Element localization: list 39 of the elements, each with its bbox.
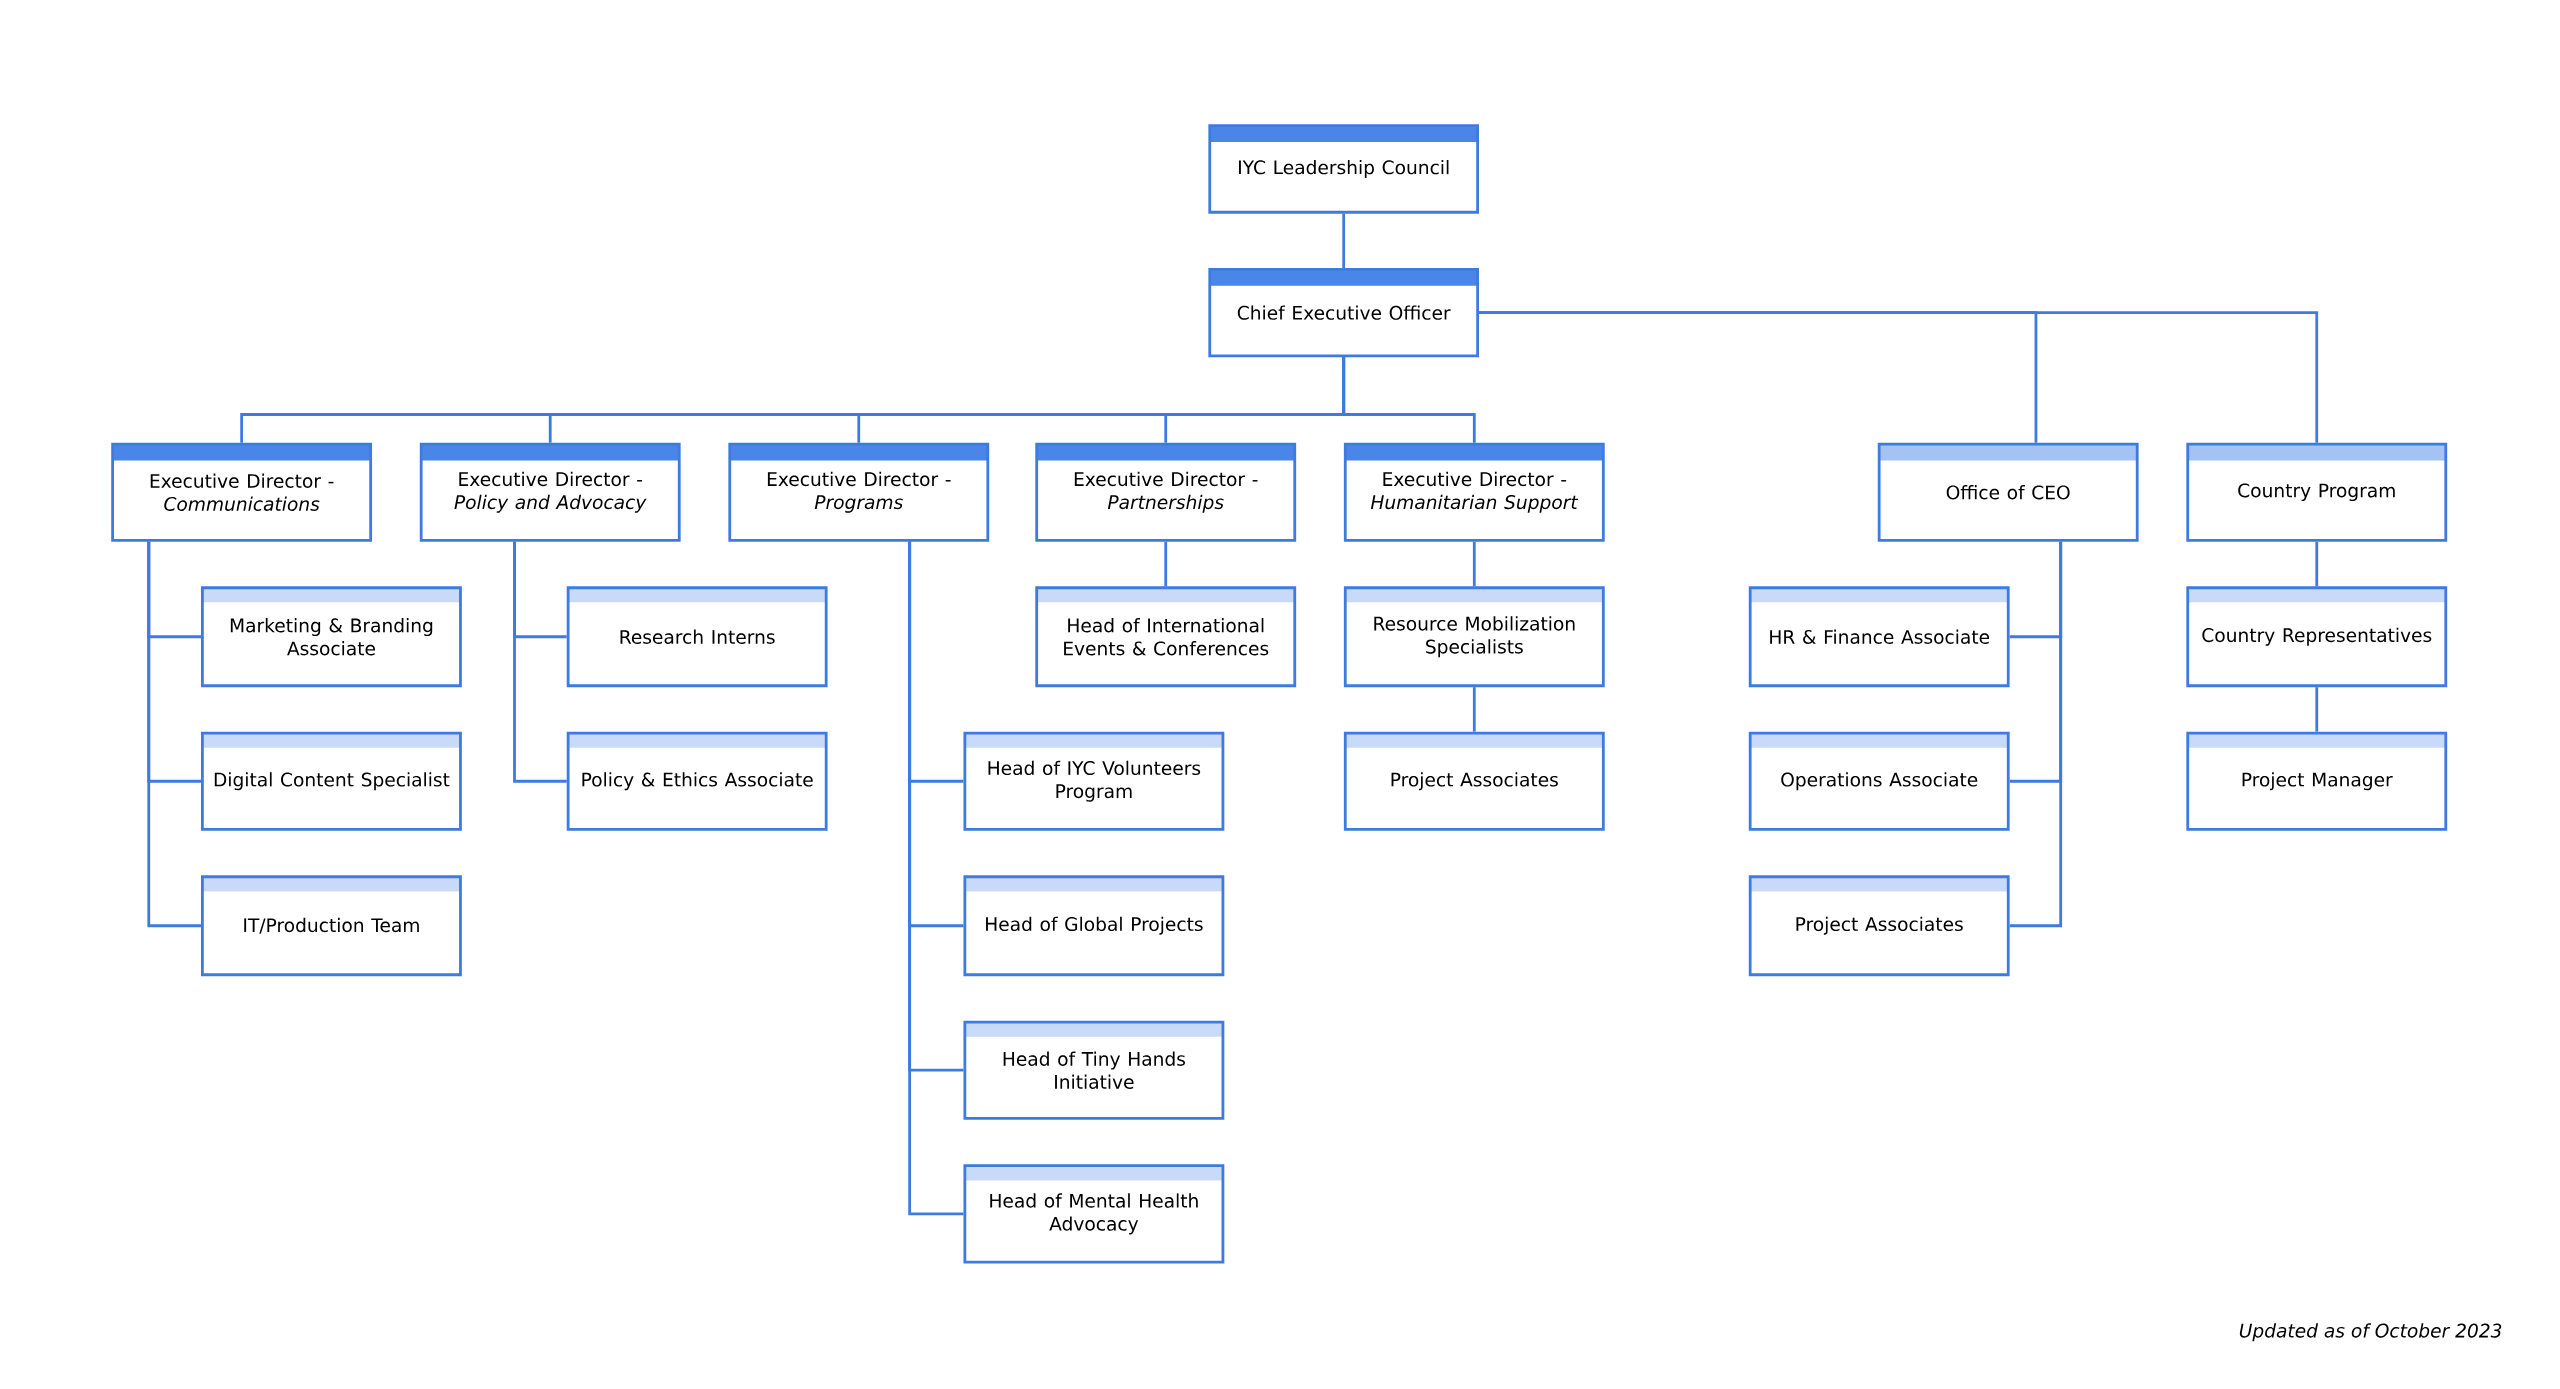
org-box: IT/Production Team xyxy=(201,875,462,976)
org-box: Head of Tiny Hands Initiative xyxy=(963,1020,1225,1120)
connector-line xyxy=(1164,541,1168,587)
connector-line xyxy=(1472,541,1476,587)
connector-line xyxy=(147,541,201,927)
note-text: Updated as of October 2023 xyxy=(2239,1323,2502,1342)
org-box: Country Program xyxy=(2186,442,2448,542)
connector-line xyxy=(1479,311,2319,443)
org-box: Head of Global Projects xyxy=(963,875,1225,976)
org-box: Project Manager xyxy=(2186,731,2448,831)
connector-line xyxy=(1342,213,1346,268)
connector-line xyxy=(908,541,964,1216)
connector-line xyxy=(2009,541,2063,927)
org-box: Executive Director - Programs xyxy=(728,442,990,542)
connector-line xyxy=(2315,541,2319,587)
org-box: Project Associates xyxy=(1343,731,1605,831)
org-box: Executive Director - Communications xyxy=(111,442,373,542)
org-box: Policy & Ethics Associate xyxy=(566,731,828,831)
connector-line xyxy=(1342,357,1476,443)
org-box: Head of IYC Volunteers Program xyxy=(963,731,1225,831)
org-box: Head of Mental Health Advocacy xyxy=(963,1164,1225,1264)
org-box: Office of CEO xyxy=(1877,442,2139,542)
org-box: Executive Director - Partnerships xyxy=(1035,442,1297,542)
org-box: Marketing & Branding Associate xyxy=(201,586,462,687)
org-box: Research Interns xyxy=(566,586,828,687)
org-box: HR & Finance Associate xyxy=(1748,586,2010,687)
org-box: Head of International Events & Conferences xyxy=(1035,586,1297,687)
org-box: Chief Executive Officer xyxy=(1208,267,1479,358)
org-box: IYC Leadership Council xyxy=(1208,124,1479,214)
org-box: Project Associates xyxy=(1748,875,2010,976)
org-box: Resource Mobilization Specialists xyxy=(1343,586,1605,687)
connector-line xyxy=(1472,686,1476,732)
org-box: Executive Director - Policy and Advocacy xyxy=(419,442,681,542)
connector-line xyxy=(513,541,567,783)
org-box: Executive Director - Humanitarian Support xyxy=(1343,442,1605,542)
org-box: Operations Associate xyxy=(1748,731,2010,831)
org-box: Country Representatives xyxy=(2186,586,2448,687)
org-box: Digital Content Specialist xyxy=(201,731,462,831)
connector-line xyxy=(2315,686,2319,732)
